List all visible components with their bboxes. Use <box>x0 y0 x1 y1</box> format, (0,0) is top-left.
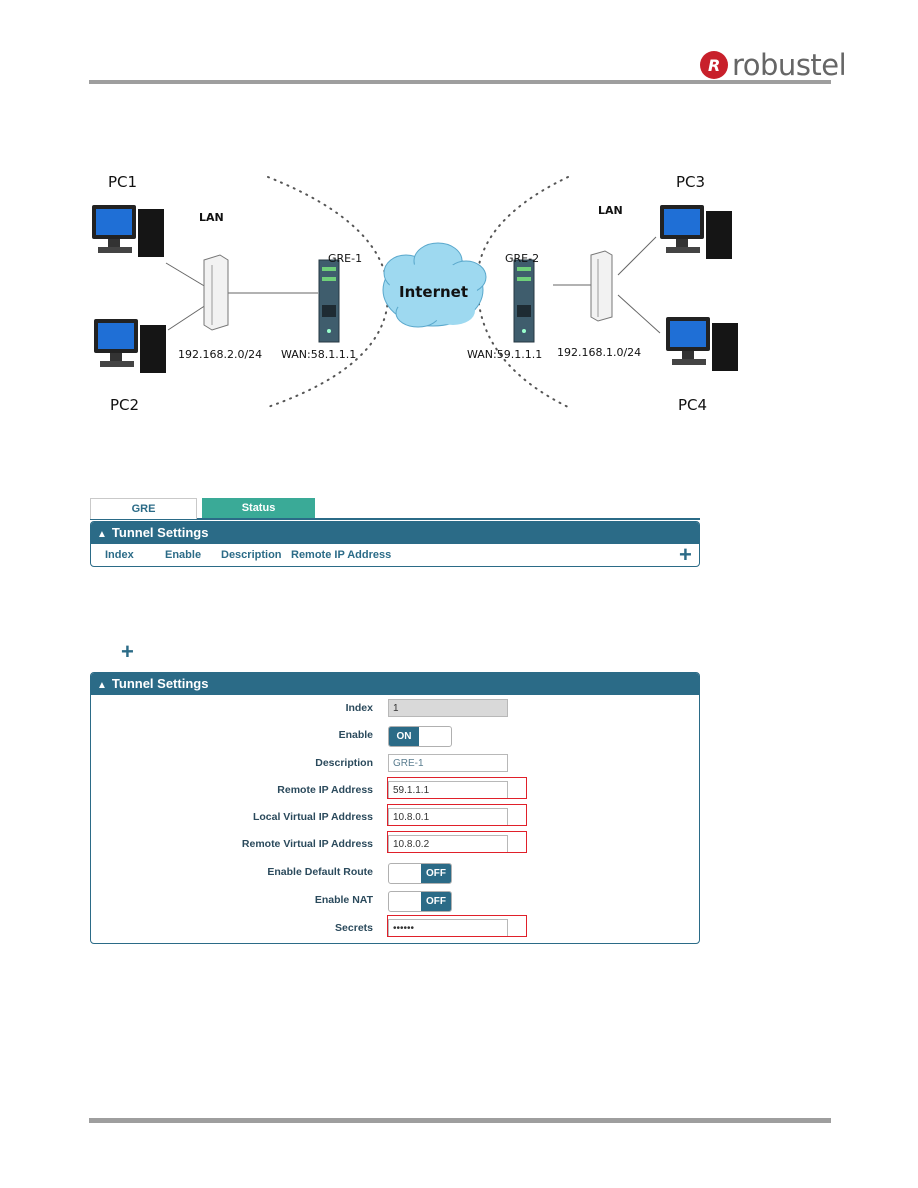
row-remote-ip: Remote IP Address 59.1.1.1 <box>91 777 699 803</box>
logo-mark-letter: R <box>708 56 721 75</box>
pc2-computer <box>94 319 166 373</box>
internet-label: Internet <box>399 283 468 301</box>
subnet-left-label: 192.168.2.0/24 <box>178 348 262 361</box>
logo-mark: R <box>700 51 728 79</box>
row-local-virtual-ip: Local Virtual IP Address 10.8.0.1 <box>91 804 699 830</box>
subnet-right-label: 192.168.1.0/24 <box>557 346 641 359</box>
remote-ip-label: Remote IP Address <box>277 784 373 796</box>
wan-right-label: WAN:59.1.1.1 <box>467 348 542 361</box>
nat-toggle-off: OFF <box>421 892 451 911</box>
row-default-route: Enable Default Route OFF <box>91 861 699 885</box>
plus-icon: + <box>121 639 134 664</box>
remote-virtual-ip-label: Remote Virtual IP Address <box>241 838 373 850</box>
left-switch <box>203 254 229 331</box>
tab-gre[interactable]: GRE <box>90 498 197 519</box>
nat-label: Enable NAT <box>314 894 373 906</box>
tunnel-list-title: Tunnel Settings <box>111 525 209 540</box>
link-pc1-switch <box>165 262 207 288</box>
robustel-logo: R robustel <box>700 48 847 82</box>
link-switch-pc4 <box>617 294 661 334</box>
gre1-router <box>318 259 340 343</box>
lan-right-label: LAN <box>598 204 623 217</box>
row-remote-virtual-ip: Remote Virtual IP Address 10.8.0.2 <box>91 831 699 857</box>
tunnel-settings-form: ▲ Tunnel Settings Index 1 Enable ON Descr… <box>90 672 700 944</box>
remote-ip-highlight <box>387 777 527 799</box>
internet-cloud <box>382 242 487 328</box>
add-tunnel-plus-icon[interactable]: + <box>679 542 692 567</box>
pc1-computer <box>92 205 164 257</box>
gre2-label: GRE-2 <box>505 252 539 265</box>
tunnel-list-panel: ▲ Tunnel Settings Index Enable Descriptio… <box>90 521 700 567</box>
network-diagram: PC1 PC2 PC3 PC4 LAN LAN GRE-1 GRE-2 Inte… <box>92 173 738 414</box>
pc1-label: PC1 <box>108 173 137 191</box>
local-virtual-ip-label: Local Virtual IP Address <box>252 811 373 823</box>
local-virtual-ip-highlight <box>387 804 527 826</box>
index-label: Index <box>345 702 373 714</box>
header-divider <box>89 80 831 84</box>
right-switch <box>590 250 613 322</box>
tab-bar: GRE Status <box>90 498 700 520</box>
nat-toggle[interactable]: OFF <box>388 891 452 912</box>
gre1-label: GRE-1 <box>328 252 362 265</box>
lan-left-label: LAN <box>199 211 224 224</box>
enable-label: Enable <box>338 729 373 741</box>
secrets-highlight <box>387 915 527 937</box>
default-route-toggle[interactable]: OFF <box>388 863 452 884</box>
tunnel-list-columns: Index Enable Description Remote IP Addre… <box>91 544 699 566</box>
pc3-label: PC3 <box>676 173 705 191</box>
description-label: Description <box>315 757 373 769</box>
row-enable: Enable ON <box>91 724 699 748</box>
left-dotted-arc <box>267 176 390 408</box>
footer-divider <box>89 1118 831 1123</box>
pc4-computer <box>666 317 738 371</box>
index-field: 1 <box>388 699 508 717</box>
description-input[interactable]: GRE-1 <box>388 754 508 772</box>
logo-text: robustel <box>732 48 847 82</box>
row-nat: Enable NAT OFF <box>91 889 699 913</box>
default-route-label: Enable Default Route <box>267 866 373 878</box>
pc3-computer <box>660 205 732 259</box>
collapse-caret-icon[interactable]: ▲ <box>97 680 107 691</box>
row-secrets: Secrets •••••• <box>91 915 699 941</box>
tunnel-form-header[interactable]: ▲ Tunnel Settings <box>91 673 699 695</box>
collapse-caret-icon[interactable]: ▲ <box>97 529 107 540</box>
tab-status[interactable]: Status <box>202 498 315 518</box>
pc2-label: PC2 <box>110 396 139 414</box>
pc4-label: PC4 <box>678 396 707 414</box>
remote-virtual-ip-highlight <box>387 831 527 853</box>
enable-toggle[interactable]: ON <box>388 726 452 747</box>
link-pc2-switch <box>167 304 207 331</box>
column-index: Index <box>105 549 134 561</box>
row-index: Index 1 <box>91 697 699 721</box>
link-switch-pc3 <box>617 236 657 276</box>
row-description: Description GRE-1 <box>91 752 699 776</box>
tunnel-list-header[interactable]: ▲ Tunnel Settings <box>91 522 699 544</box>
secrets-label: Secrets <box>335 922 373 934</box>
tunnel-form-title: Tunnel Settings <box>111 676 209 691</box>
default-route-toggle-off: OFF <box>421 864 451 883</box>
wan-left-label: WAN:58.1.1.1 <box>281 348 356 361</box>
column-remote-ip: Remote IP Address <box>291 549 392 561</box>
column-enable: Enable <box>165 549 202 561</box>
column-description: Description <box>221 549 282 561</box>
gre2-router <box>513 259 535 343</box>
enable-toggle-on: ON <box>389 727 419 746</box>
